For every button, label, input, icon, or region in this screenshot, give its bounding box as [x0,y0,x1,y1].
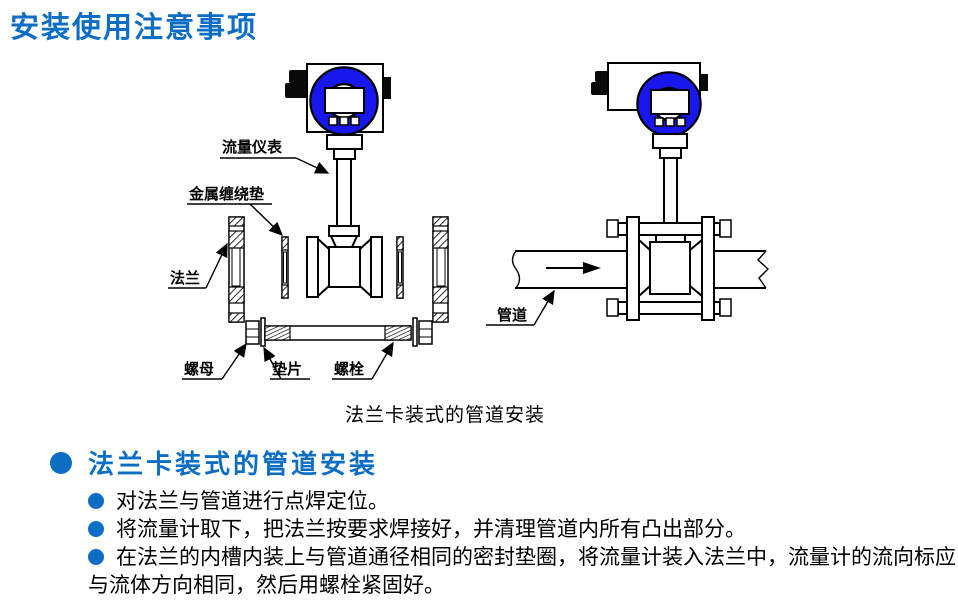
label-washer: 垫片 [272,360,302,378]
label-flange: 法兰 [170,269,200,287]
flow-meter-body-2 [638,157,703,299]
metal-wound-gasket-right [396,236,404,299]
section-heading-text: 法兰卡装式的管道安装 [88,449,379,479]
label-metal-wound-gasket: 金属缠绕垫 [188,185,264,203]
blue-ring [638,73,700,135]
list-item-text: 将流量计取下，把法兰按要求焊接好，并清理管道内所有凸出部分。 [116,518,746,541]
label-bolt: 螺栓 [334,360,364,378]
label-pipe: 管道 [497,306,527,324]
bullet-icon [88,549,104,565]
installation-diagrams: 流量仪表 金属缠绕垫 法兰 螺母 垫片 螺栓 [168,62,770,380]
bolt-assembly [245,317,433,347]
bolt-head [418,320,433,345]
flow-meter-body [306,158,383,299]
bullet-icon [88,493,104,509]
display-screen [324,87,365,114]
flow-meter-head [285,63,391,160]
left-diagram-exploded-view: 流量仪表 金属缠绕垫 法兰 螺母 垫片 螺栓 [168,63,449,380]
list-item-text: 对法兰与管道进行点焊定位。 [116,490,389,513]
display-screen [650,89,690,115]
label-nut: 螺母 [184,360,214,378]
flange-plate-right [701,216,715,321]
page-title: 安装使用注意事项 [10,12,259,44]
bullet-icon [88,521,104,537]
flange-plate-left [626,216,640,321]
clamp-bolts-and-flanges [606,216,732,321]
flange-left [228,216,245,323]
flange-right [432,216,449,323]
section-heading: 法兰卡装式的管道安装 [50,444,378,481]
washer-right [412,317,418,347]
label-flow-meter: 流量仪表 [222,138,283,156]
instruction-list: 对法兰与管道进行点焊定位。 将流量计取下，把法兰按要求焊接好，并清理管道内所有凸… [88,488,958,600]
list-item: 将流量计取下，把法兰按要求焊接好，并清理管道内所有凸出部分。 [88,516,958,544]
list-item-text: 在法兰的内槽内装上与管道通径相同的密封垫圈，将流量计装入法兰中，流量计的流向标应… [88,546,956,597]
nut [245,320,260,345]
washer-left [260,317,266,347]
flow-meter-head-2 [591,62,708,159]
list-item: 对法兰与管道进行点焊定位。 [88,488,958,516]
figure-caption: 法兰卡装式的管道安装 [344,405,545,426]
metal-wound-gasket-left [281,236,289,299]
bullet-icon [50,451,72,474]
pipe [511,250,770,289]
list-item: 在法兰的内槽内装上与管道通径相同的密封垫圈，将流量计装入法兰中，流量计的流向标应… [88,544,958,600]
right-diagram-assembled-view: 管道 [486,62,770,326]
bolt-shaft [264,325,412,341]
blue-ring [311,68,377,134]
